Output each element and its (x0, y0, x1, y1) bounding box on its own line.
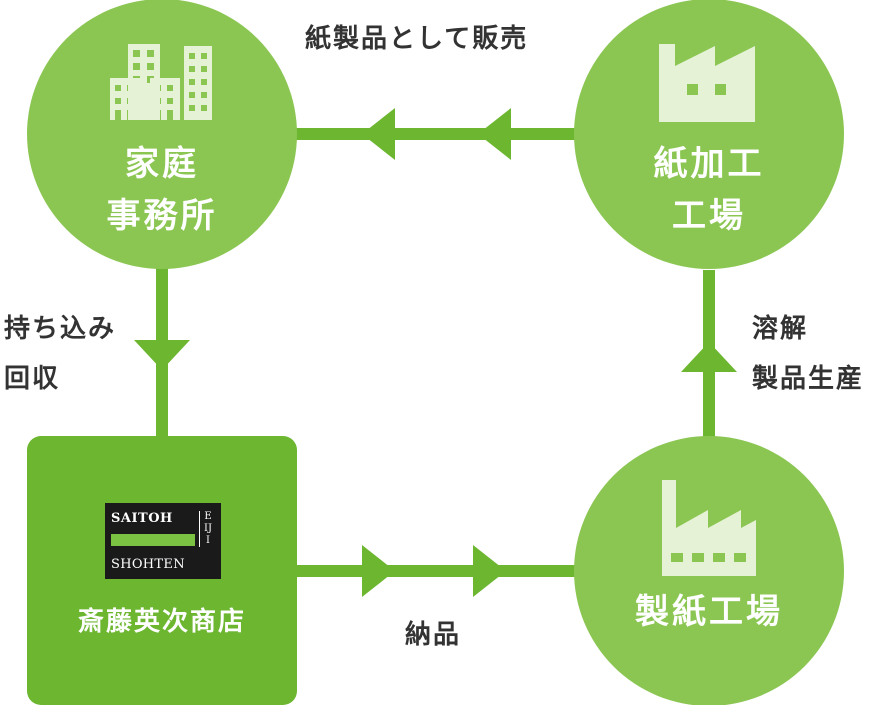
edge-label-right: 溶解 製品生産 (752, 304, 864, 404)
paper-processing-label-line1: 紙加工 (653, 144, 765, 184)
factory-icon (659, 44, 755, 122)
edge-label-right-line2: 製品生産 (752, 364, 865, 394)
arrow-up (681, 342, 737, 372)
edge-label-left: 持ち込み 回収 (4, 304, 116, 404)
edge-label-left-line1: 持ち込み (4, 314, 117, 344)
connector-top (290, 108, 590, 160)
edge-label-bottom: 納品 (405, 620, 462, 650)
logo-bar (111, 534, 195, 546)
arrow-right-2 (473, 545, 506, 597)
arrow-left-2 (478, 108, 511, 160)
edge-label-left-line2: 回収 (4, 364, 61, 394)
arrow-down (134, 340, 190, 370)
factory-chimney-icon (662, 480, 756, 576)
household-circle (27, 0, 297, 269)
logo-side-text: EIJI (199, 511, 216, 547)
buildings-icon (110, 44, 212, 120)
logo-top-text: SAITOH (111, 511, 173, 526)
store-name: 斎藤英次商店 (77, 607, 246, 637)
saitoh-shohten-logo: SAITOH SHOHTEN EIJI (105, 503, 221, 579)
paper-processing-label: 紙加工 工場 (609, 138, 809, 242)
connector-left (134, 260, 190, 440)
edge-label-top: 紙製品として販売 (305, 24, 529, 54)
household-label: 家庭 事務所 (62, 138, 262, 242)
arrow-left-1 (362, 108, 395, 160)
household-label-line2: 事務所 (106, 196, 218, 236)
paper-processing-circle (574, 0, 844, 269)
logo-side-chars: EIJI (204, 511, 212, 546)
logo-bottom-text: SHOHTEN (111, 557, 185, 572)
paper-processing-label-line2: 工場 (672, 196, 746, 236)
arrow-right-1 (362, 545, 395, 597)
paper-mill-label: 製紙工場 (635, 592, 783, 632)
connector-right (681, 270, 737, 450)
household-label-line1: 家庭 (125, 144, 199, 184)
connector-bottom (290, 545, 590, 597)
edge-label-right-line1: 溶解 (752, 314, 809, 344)
